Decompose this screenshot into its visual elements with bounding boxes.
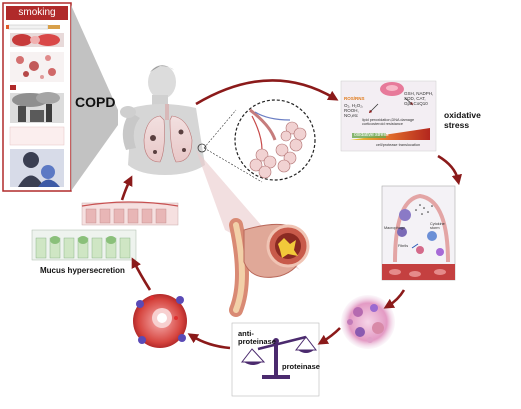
damage-text: lipid peroxidation,DNA damage corticoste… — [362, 118, 415, 127]
smoking-label: smoking — [18, 7, 56, 18]
airway-cross-section — [229, 218, 310, 317]
inflamed-cell — [133, 294, 187, 348]
cycle-arrows — [120, 79, 462, 350]
arrow-to-protease-balance — [317, 327, 341, 345]
exposure-funnel — [71, 5, 118, 191]
protease-balance-panel — [231, 322, 320, 397]
damaged-tissue-image — [10, 33, 64, 47]
ros-items: O₂, H₂O₂, ROOH, NO,etc — [344, 103, 364, 118]
alveoli-zoom — [197, 99, 316, 183]
human-figure — [120, 65, 205, 175]
stress-bar-label: oxidative stress — [354, 132, 389, 138]
arrow-to-mucus — [131, 257, 152, 291]
arrow-to-copd — [120, 175, 133, 201]
arrow-to-oxidative-stress — [195, 79, 339, 106]
mucus-epithelium-panel — [31, 201, 179, 261]
smoke-particles-image — [10, 52, 64, 82]
occupational-exposure-image — [10, 149, 64, 187]
oxidative-footer: cell/protease translocation — [376, 143, 421, 147]
anti-proteinase-label: anti- proteinase — [238, 329, 276, 347]
fibrils-label: Fibrils — [398, 244, 409, 248]
ros-header: ROS/RNS — [344, 96, 365, 101]
macrophage-label: Macrophage — [384, 226, 406, 230]
oxidative-stress-panel — [340, 80, 437, 152]
oxidative-stress-label: oxidative stress — [444, 110, 481, 130]
arrow-to-inflammation — [437, 154, 462, 186]
air-pollution-image — [10, 92, 64, 123]
cytokine-label: Cytokine storm — [430, 222, 445, 231]
arrow-to-inflamed-cell — [187, 333, 231, 350]
smoking-panel — [2, 2, 72, 192]
immune-cells-circle — [341, 295, 395, 349]
cigarette-icon — [6, 24, 60, 30]
antioxidant-items: GSH, NADPH, SOD, CAT, Gpx,CoQ10 — [404, 91, 434, 106]
proteinase-label: proteinase — [282, 362, 320, 371]
inflammation-panel — [381, 185, 456, 281]
mucus-hypersecretion-label: Mucus hypersecretion — [40, 266, 125, 275]
arrow-to-immune-cells — [383, 289, 406, 309]
smoking-label-bar — [6, 6, 68, 20]
copd-label: COPD — [75, 94, 116, 110]
